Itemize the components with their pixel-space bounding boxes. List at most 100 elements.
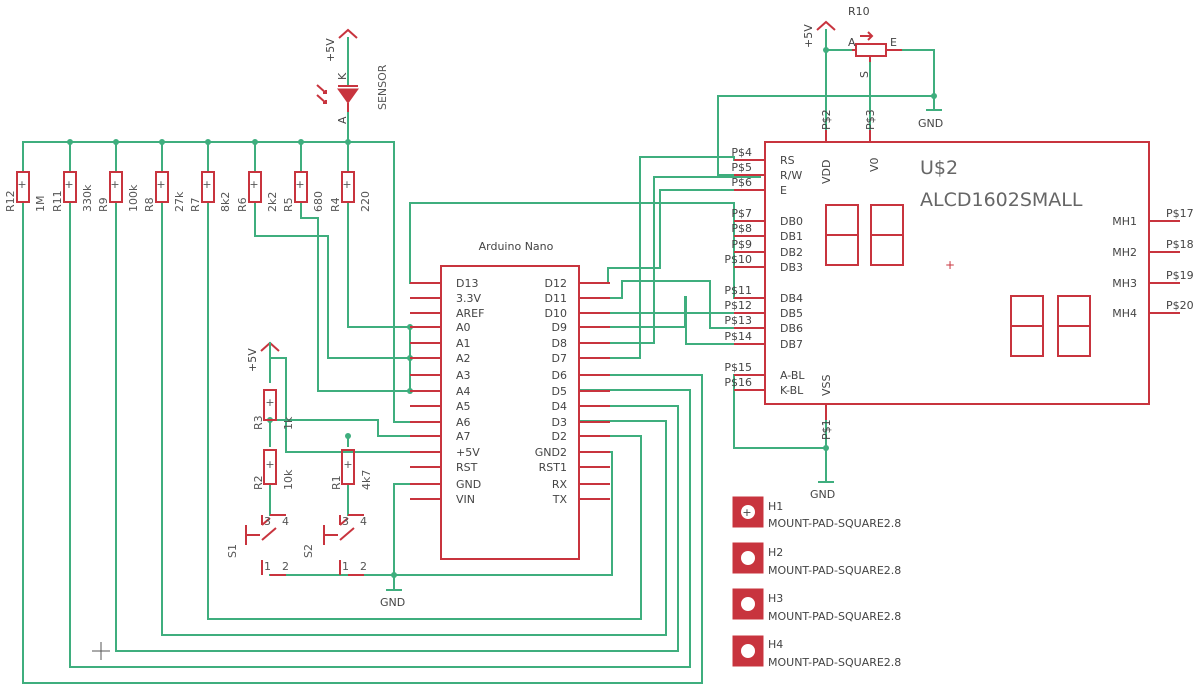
resistor-r9[interactable]: + R9 100k bbox=[97, 171, 140, 212]
resistor-r5[interactable]: + R5 680 bbox=[282, 171, 325, 212]
svg-text:P$15: P$15 bbox=[724, 361, 752, 374]
svg-text:+: + bbox=[202, 178, 211, 191]
light-ray-icon bbox=[316, 94, 327, 104]
arduino-nano[interactable]: Arduino Nano D13 3.3V AREF A0 A1 A2 A3 A… bbox=[410, 240, 610, 560]
svg-text:3: 3 bbox=[342, 515, 349, 528]
supply-label: +5V bbox=[802, 24, 815, 48]
svg-text:1: 1 bbox=[264, 560, 271, 573]
svg-text:A3: A3 bbox=[456, 369, 471, 382]
sensor-label: SENSOR bbox=[376, 64, 389, 110]
pot-name: R10 bbox=[848, 5, 870, 18]
lcd-v0-label: V0 bbox=[868, 157, 881, 172]
svg-text:P$10: P$10 bbox=[724, 253, 752, 266]
seven-segment-icon: + bbox=[825, 204, 1091, 357]
sensor-supply-label: +5V bbox=[324, 38, 337, 62]
svg-text:A4: A4 bbox=[456, 385, 471, 398]
light-ray-icon bbox=[316, 84, 327, 94]
svg-text:P$19: P$19 bbox=[1166, 269, 1194, 282]
resistor-r2[interactable]: + R2 10k bbox=[252, 449, 295, 490]
svg-text:+: + bbox=[945, 258, 955, 272]
resistor-value: 330k bbox=[81, 184, 94, 212]
svg-text:P$18: P$18 bbox=[1166, 238, 1194, 251]
svg-text:A-BL: A-BL bbox=[780, 369, 805, 382]
mount-hole-h1[interactable]: + H1 MOUNT-PAD-SQUARE2.8 bbox=[732, 496, 901, 530]
pot-pin-s: S bbox=[858, 71, 871, 78]
resistor-r4[interactable]: + R4 220 bbox=[329, 171, 372, 212]
svg-text:MH1: MH1 bbox=[1112, 215, 1137, 228]
svg-text:P$9: P$9 bbox=[731, 238, 752, 251]
svg-text:TX: TX bbox=[552, 493, 568, 506]
mount-hole-h3[interactable]: H3 MOUNT-PAD-SQUARE2.8 bbox=[732, 588, 901, 623]
resistor-name: R2 bbox=[252, 475, 265, 490]
svg-text:P$17: P$17 bbox=[1166, 207, 1194, 220]
switch-s2[interactable]: 3 4 1 2 S2 bbox=[302, 514, 367, 576]
resistor-r6[interactable]: + R6 2k2 bbox=[236, 171, 279, 212]
svg-text:GND: GND bbox=[456, 478, 481, 491]
svg-text:D6: D6 bbox=[552, 369, 567, 382]
resistor-name: R5 bbox=[282, 197, 295, 212]
sensor-pin-k: K bbox=[336, 72, 349, 80]
wires bbox=[22, 29, 935, 684]
lcd-name: U$2 bbox=[920, 157, 958, 179]
supply-label: +5V bbox=[246, 348, 259, 372]
svg-text:DB7: DB7 bbox=[780, 338, 803, 351]
svg-text:P$4: P$4 bbox=[731, 146, 752, 159]
crosshair-cursor-icon bbox=[92, 642, 110, 660]
resistor-value: 100k bbox=[127, 184, 140, 212]
resistor-value: 1M bbox=[34, 196, 47, 213]
ground-symbol-lcd: GND bbox=[810, 481, 835, 501]
svg-text:+: + bbox=[249, 178, 258, 191]
svg-text:DB5: DB5 bbox=[780, 307, 803, 320]
svg-text:A1: A1 bbox=[456, 337, 471, 350]
svg-text:+: + bbox=[265, 458, 274, 471]
arduino-left-pins: D13 3.3V AREF A0 A1 A2 A3 A4 A5 A6 A7 +5… bbox=[410, 277, 484, 506]
svg-text:D13: D13 bbox=[456, 277, 478, 290]
resistor-r3[interactable]: + R3 1k bbox=[252, 389, 295, 430]
mount-hole-h2[interactable]: H2 MOUNT-PAD-SQUARE2.8 bbox=[732, 542, 901, 577]
lcd-value: ALCD1602SMALL bbox=[920, 189, 1083, 211]
mount-hole-value: MOUNT-PAD-SQUARE2.8 bbox=[768, 517, 901, 530]
mount-hole-name: H4 bbox=[768, 638, 783, 651]
svg-text:DB4: DB4 bbox=[780, 292, 803, 305]
svg-text:+: + bbox=[156, 178, 165, 191]
diode-icon bbox=[337, 88, 359, 104]
resistor-value: 4k7 bbox=[360, 470, 373, 490]
mount-hole-value: MOUNT-PAD-SQUARE2.8 bbox=[768, 564, 901, 577]
lcd-vss-label: VSS bbox=[820, 374, 833, 396]
lcd-display[interactable]: P$2 P$3 VDD V0 VSS P$1 U$2 ALCD1602SMALL… bbox=[724, 109, 1193, 440]
pot-pin-e: E bbox=[890, 36, 897, 49]
resistor-r1[interactable]: + R1 4k7 bbox=[330, 449, 373, 490]
resistor-r12[interactable]: + R12 1M bbox=[4, 171, 47, 213]
svg-text:D8: D8 bbox=[552, 337, 567, 350]
svg-text:MH4: MH4 bbox=[1112, 307, 1137, 320]
light-sensor[interactable]: +5V K A SENSOR bbox=[316, 28, 389, 124]
resistor-divider: +5V + R3 1k + R2 10k + R1 4k7 bbox=[246, 341, 373, 490]
svg-text:+: + bbox=[742, 506, 751, 519]
mount-hole-h4[interactable]: H4 MOUNT-PAD-SQUARE2.8 bbox=[732, 635, 901, 669]
svg-text:A0: A0 bbox=[456, 321, 471, 334]
switch-s1[interactable]: 3 4 1 2 S1 bbox=[226, 514, 289, 576]
resistor-r11[interactable]: + R11 330k bbox=[51, 171, 94, 212]
resistor-value: 680 bbox=[312, 191, 325, 212]
svg-text:P$20: P$20 bbox=[1166, 299, 1194, 312]
svg-text:P$6: P$6 bbox=[731, 176, 752, 189]
resistor-r8[interactable]: + R8 27k bbox=[143, 171, 186, 212]
potentiometer-r10[interactable]: +5V R10 A E S bbox=[802, 5, 902, 78]
resistor-name: R1 bbox=[330, 475, 343, 490]
svg-text:RX: RX bbox=[552, 478, 568, 491]
svg-text:DB3: DB3 bbox=[780, 261, 803, 274]
resistor-name: R12 bbox=[4, 190, 17, 212]
svg-text:2: 2 bbox=[360, 560, 367, 573]
resistor-name: R11 bbox=[51, 190, 64, 212]
resistor-name: R8 bbox=[143, 197, 156, 212]
svg-text:A2: A2 bbox=[456, 352, 471, 365]
svg-text:AREF: AREF bbox=[456, 307, 484, 320]
svg-text:+: + bbox=[17, 178, 26, 191]
resistor-value: 10k bbox=[282, 469, 295, 490]
svg-text:DB0: DB0 bbox=[780, 215, 803, 228]
lcd-vdd-label: VDD bbox=[820, 160, 833, 184]
resistor-r7[interactable]: + R7 8k2 bbox=[189, 171, 232, 212]
